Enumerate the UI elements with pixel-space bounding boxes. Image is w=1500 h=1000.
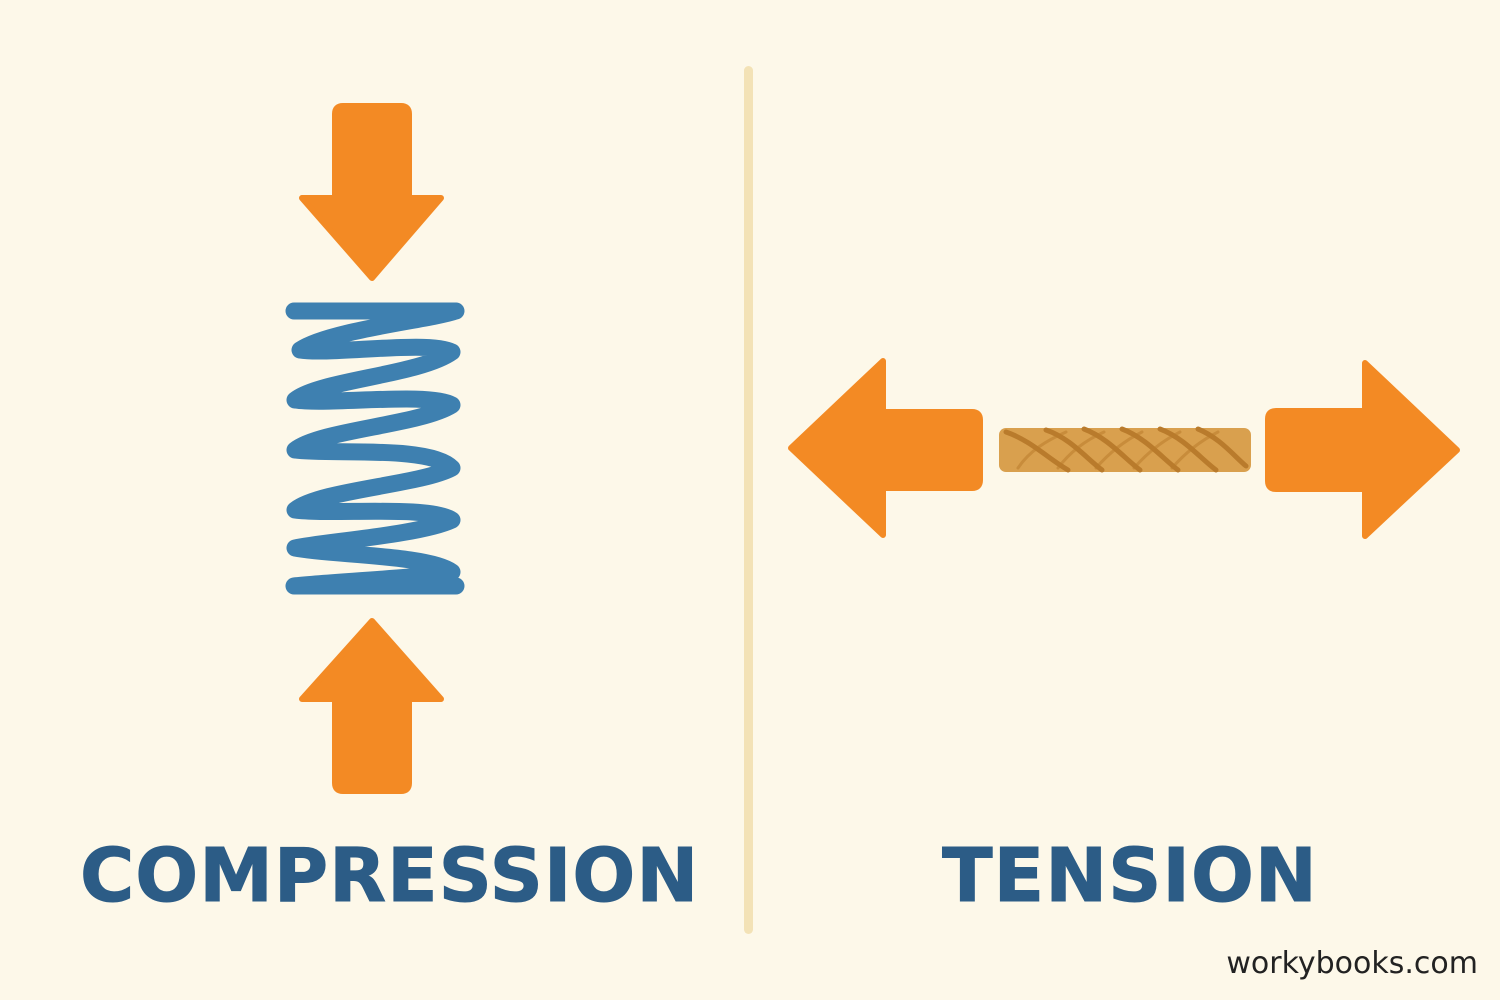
tension-panel: [788, 358, 1460, 539]
arrow-right-icon: [1265, 360, 1460, 539]
arrow-left-icon: [788, 358, 983, 538]
arrow-down-icon: [299, 103, 444, 281]
panel-divider: [744, 66, 753, 934]
watermark-text: workybooks.com: [1226, 946, 1478, 981]
spring-icon: [285, 302, 465, 595]
compression-label: COMPRESSION: [80, 833, 700, 920]
rope-icon: [999, 426, 1251, 473]
compression-panel: [285, 103, 465, 794]
tension-label: TENSION: [942, 833, 1318, 920]
arrow-up-icon: [299, 618, 444, 794]
